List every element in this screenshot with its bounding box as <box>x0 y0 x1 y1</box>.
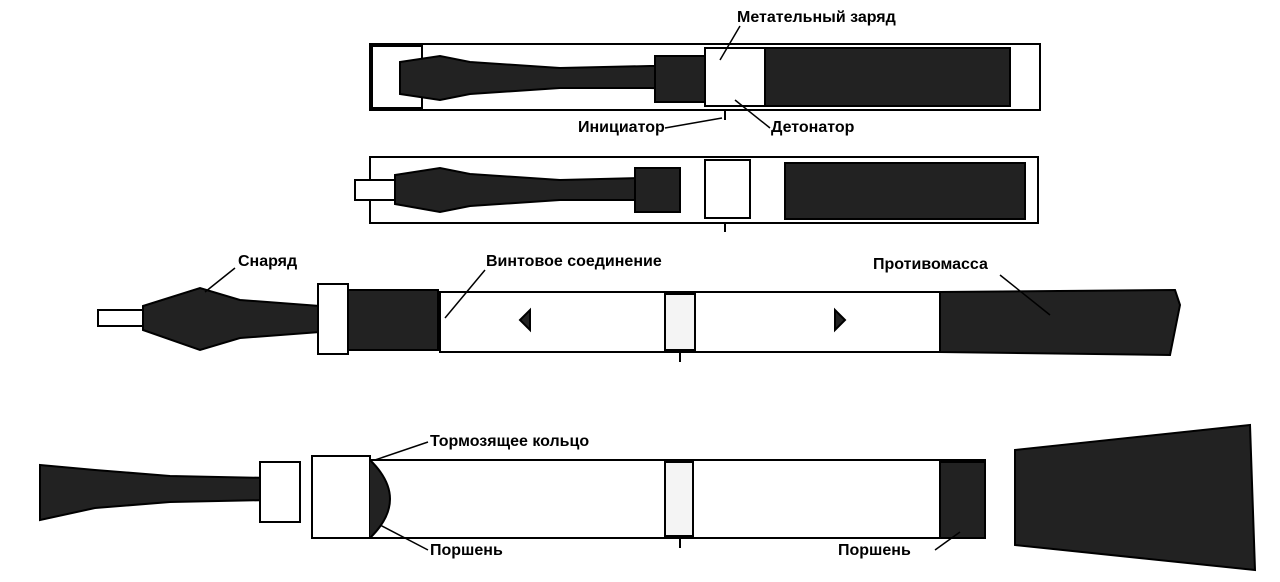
label-propellant-charge: Метательный заряд <box>737 9 896 26</box>
stage-2-assembly <box>354 156 1039 232</box>
label-projectile: Снаряд <box>238 253 298 270</box>
label-screw-joint: Винтовое соединение <box>486 253 662 270</box>
label-countermass: Противомасса <box>873 256 988 273</box>
stage-4-assembly <box>39 423 1257 572</box>
label-detonator: Детонатор <box>771 119 855 136</box>
label-brake-ring: Тормозящее кольцо <box>430 433 590 450</box>
label-piston-left: Поршень <box>430 542 503 559</box>
leader-lines <box>204 25 1051 551</box>
label-piston-right: Поршень <box>838 542 911 559</box>
stage-3-assembly <box>97 283 1182 362</box>
stage-1-assembly <box>369 43 1041 120</box>
label-initiator: Инициатор <box>578 119 665 136</box>
